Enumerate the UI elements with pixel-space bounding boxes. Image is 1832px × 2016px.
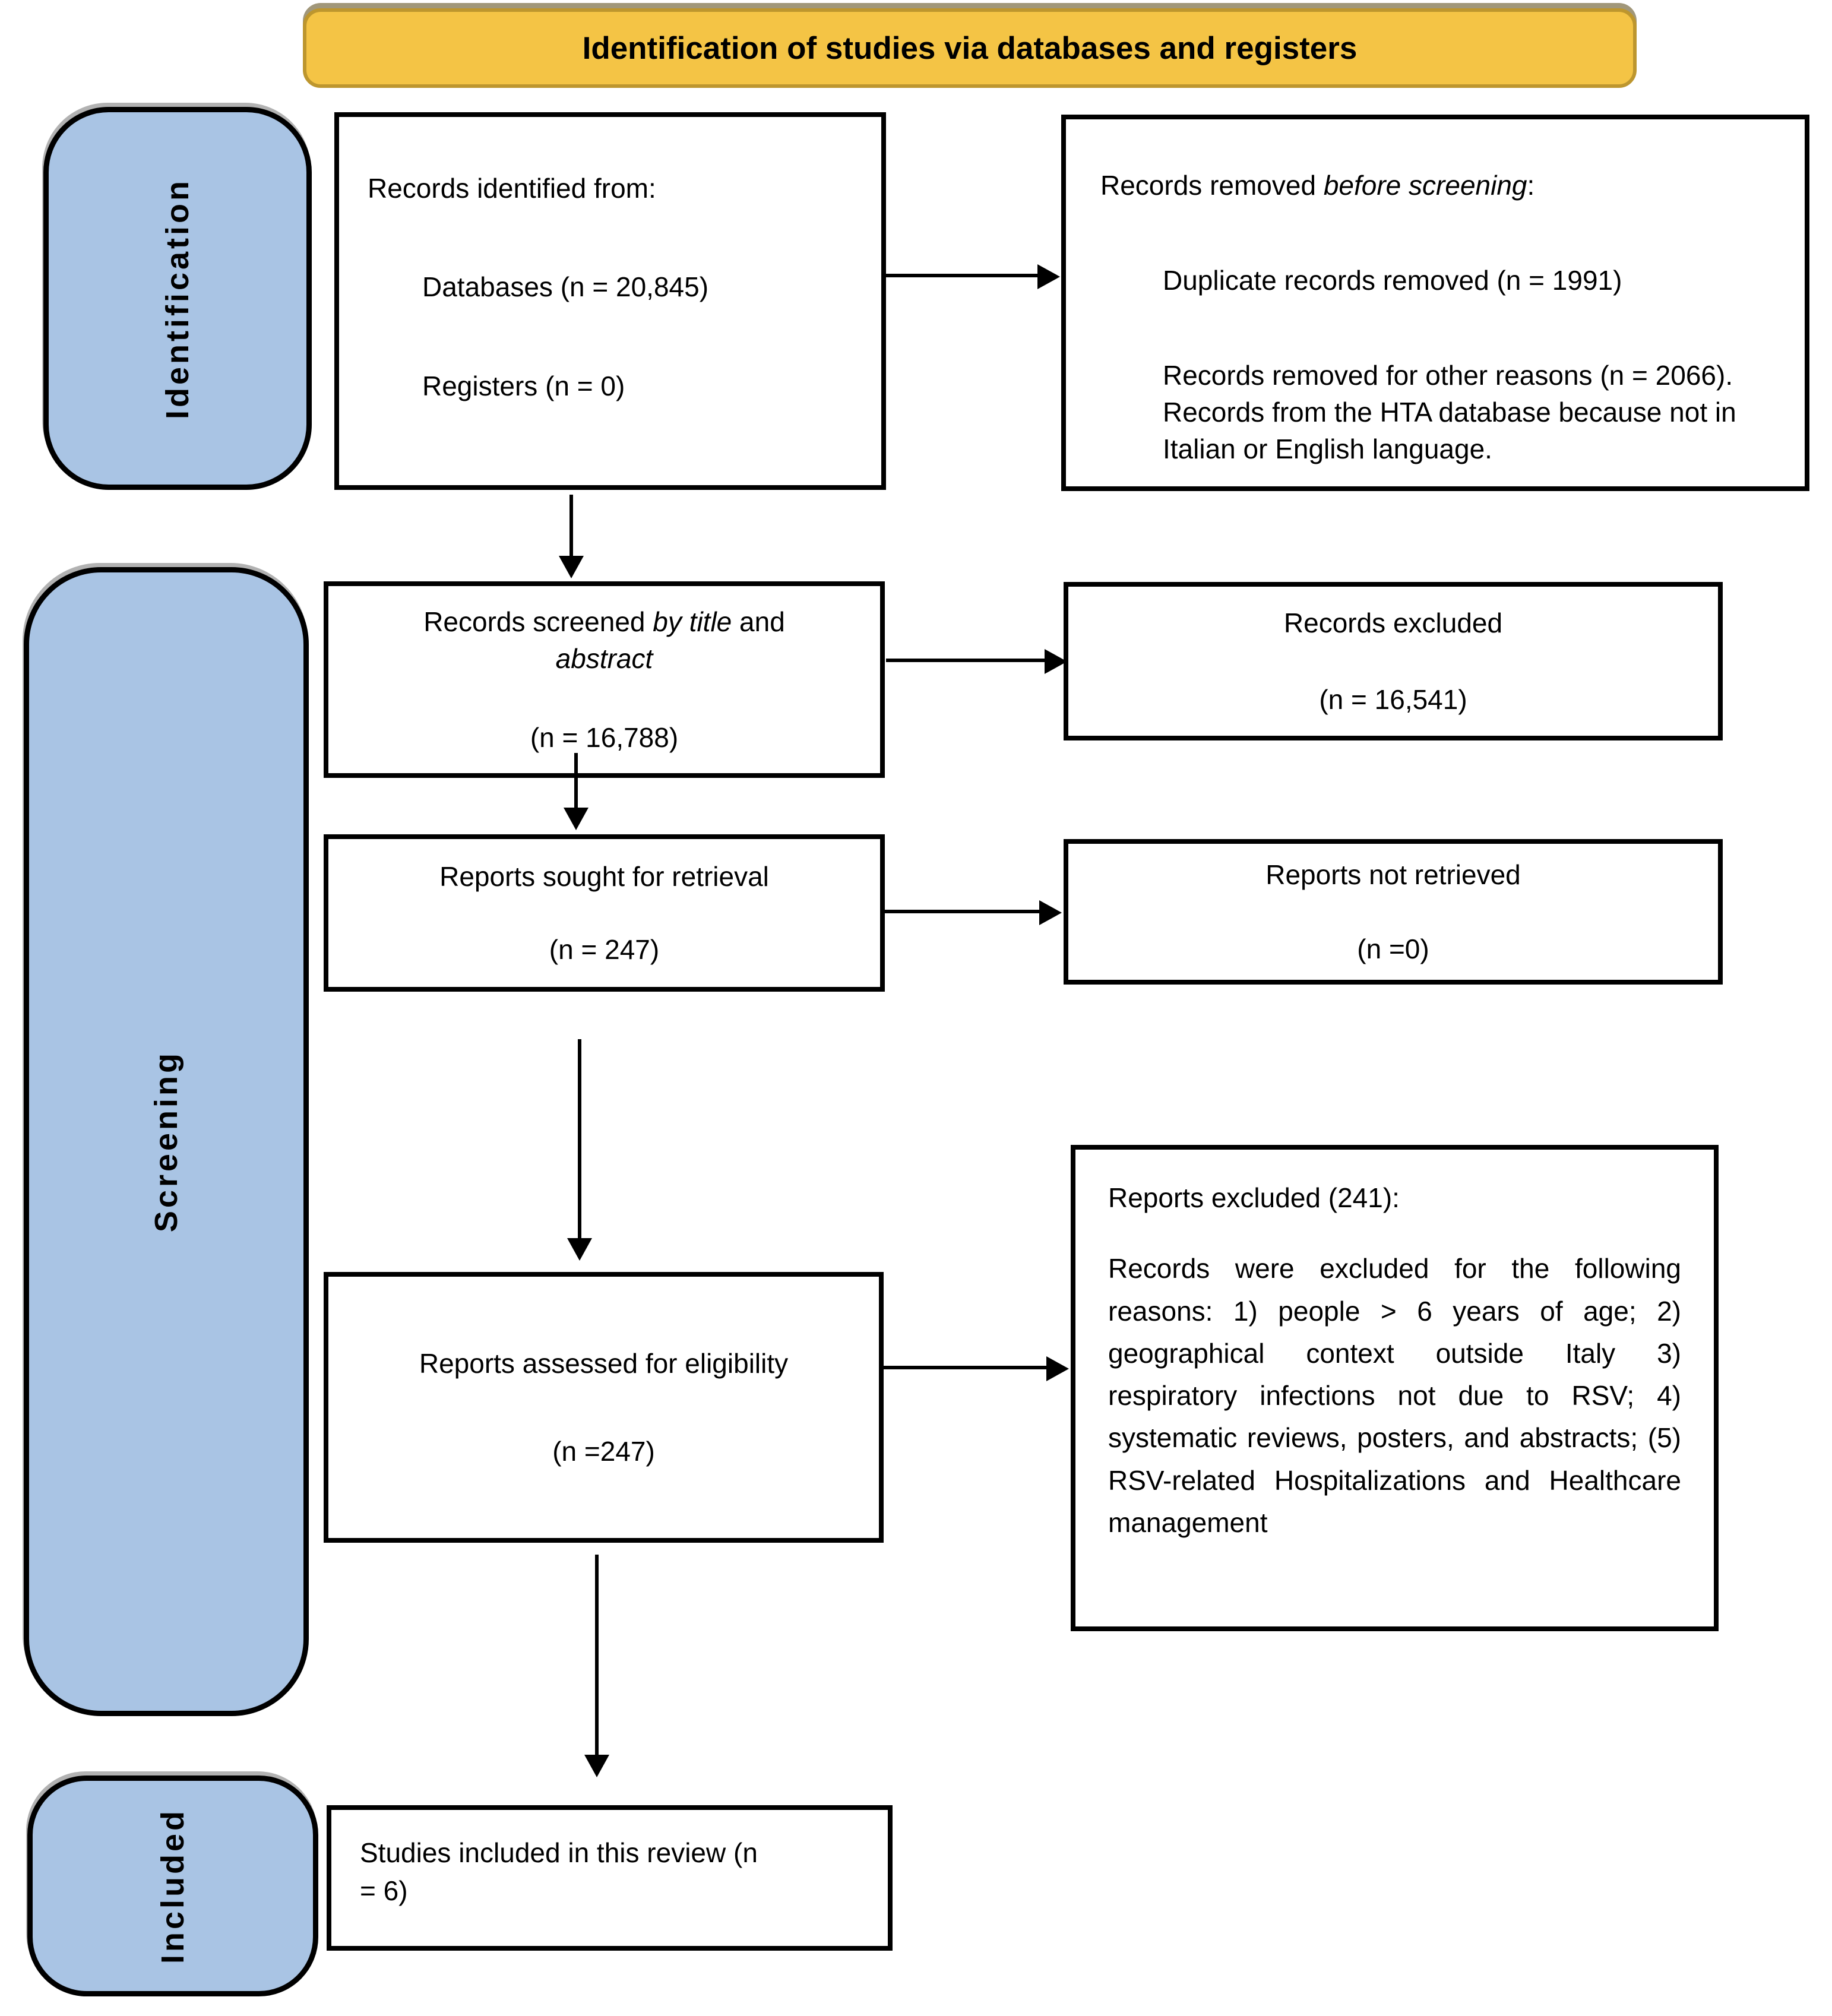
reports-excluded-body: Records were excluded for the following …	[1108, 1253, 1681, 1539]
records-screened-italic-abstract: abstract	[555, 643, 653, 675]
box-reports-excluded: Reports excluded (241): Records were exc…	[1071, 1145, 1719, 1631]
stage-screening-label: Screening	[148, 1050, 184, 1233]
records-screened-title: Records screened by title and abstract	[423, 603, 785, 677]
stage-included: Included	[27, 1776, 318, 1996]
records-excluded-title: Records excluded	[1283, 607, 1503, 639]
arrow-identified-to-removed	[886, 274, 1037, 277]
reports-not-retrieved-title: Reports not retrieved	[1265, 859, 1521, 891]
studies-included-text: Studies included in this review (n = 6)	[360, 1837, 758, 1907]
arrow-identified-to-screened-head	[559, 556, 584, 578]
box-studies-included: Studies included in this review (n = 6)	[327, 1805, 893, 1951]
arrow-sought-to-assessed	[578, 1039, 581, 1239]
records-screened-count: (n = 16,788)	[530, 721, 679, 753]
stage-included-label: Included	[155, 1808, 191, 1964]
records-excluded-count: (n = 16,541)	[1319, 683, 1467, 715]
records-screened-suffix: and	[732, 606, 785, 638]
box-reports-sought: Reports sought for retrieval (n = 247)	[324, 834, 885, 992]
reports-assessed-title: Reports assessed for eligibility	[419, 1348, 789, 1379]
banner-title: Identification of studies via databases …	[582, 30, 1358, 66]
arrow-screened-to-excluded	[886, 659, 1045, 662]
records-removed-intro-suffix: :	[1527, 170, 1535, 201]
box-records-screened: Records screened by title and abstract (…	[324, 581, 885, 778]
records-removed-intro: Records removed before screening:	[1100, 167, 1781, 204]
records-screened-italic-by-title: by title	[653, 606, 732, 638]
arrow-assessed-to-excluded	[884, 1366, 1046, 1369]
arrow-assessed-to-excluded-head	[1046, 1356, 1069, 1381]
records-removed-intro-italic: before screening	[1323, 170, 1527, 201]
box-records-removed: Records removed before screening: Duplic…	[1061, 115, 1809, 491]
box-reports-assessed: Reports assessed for eligibility (n =247…	[324, 1272, 884, 1543]
reports-sought-count: (n = 247)	[549, 933, 660, 965]
box-records-excluded: Records excluded (n = 16,541)	[1064, 582, 1723, 740]
arrow-identified-to-removed-head	[1037, 264, 1060, 289]
box-records-identified: Records identified from: Databases (n = …	[334, 112, 886, 490]
records-identified-databases: Databases (n = 20,845)	[422, 271, 709, 303]
banner: Identification of studies via databases …	[303, 8, 1637, 88]
stage-screening: Screening	[24, 567, 309, 1716]
records-identified-registers: Registers (n = 0)	[422, 370, 625, 401]
reports-excluded-title: Reports excluded (241):	[1108, 1182, 1400, 1213]
reports-assessed-count: (n =247)	[552, 1435, 655, 1467]
reports-sought-title: Reports sought for retrieval	[439, 861, 769, 893]
arrow-identified-to-screened	[569, 495, 573, 557]
stage-identification-label: Identification	[160, 178, 195, 419]
records-removed-intro-prefix: Records removed	[1100, 170, 1324, 201]
arrow-screened-to-sought-head	[564, 808, 588, 830]
reports-not-retrieved-count: (n =0)	[1357, 933, 1429, 964]
records-screened-prefix: Records screened	[423, 606, 653, 638]
records-removed-duplicates: Duplicate records removed (n = 1991)	[1163, 265, 1622, 296]
stage-identification: Identification	[43, 107, 312, 490]
arrow-sought-to-not-retrieved	[885, 910, 1039, 913]
arrow-assessed-to-included	[595, 1555, 599, 1756]
arrow-assessed-to-included-head	[584, 1755, 609, 1777]
arrow-screened-to-excluded-head	[1045, 649, 1067, 674]
arrow-screened-to-sought	[574, 753, 578, 809]
arrow-sought-to-not-retrieved-head	[1039, 900, 1062, 925]
records-identified-intro: Records identified from:	[368, 173, 656, 204]
records-removed-other-reasons: Records removed for other reasons (n = 2…	[1163, 360, 1736, 465]
arrow-sought-to-assessed-head	[567, 1238, 592, 1261]
box-reports-not-retrieved: Reports not retrieved (n =0)	[1064, 839, 1723, 985]
